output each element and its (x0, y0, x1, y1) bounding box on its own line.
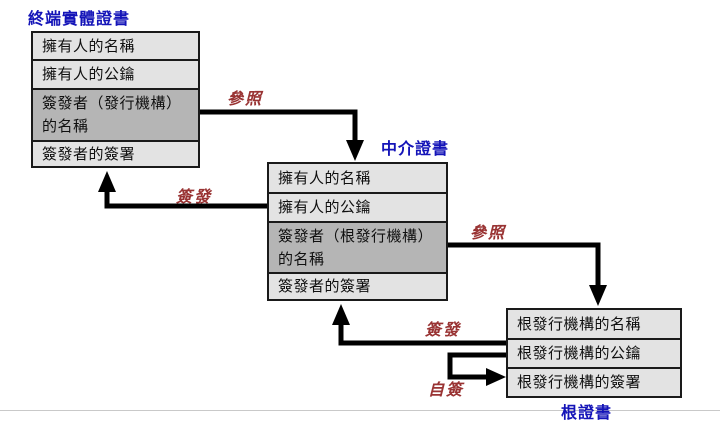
intermediate-owner-public-key-row: 擁有人的公鑰 (269, 192, 446, 221)
end-entity-issuer-signature-row: 簽發者的簽署 (33, 140, 198, 166)
intermediate-certificate-title: 中介證書 (381, 141, 450, 158)
row-label: 簽發者（根發行機構） 的名稱 (278, 227, 434, 268)
reference-arrow-2-label: 參照 (470, 225, 507, 242)
self-sign-arrow (447, 352, 506, 386)
row-label: 簽發者的簽署 (278, 278, 372, 295)
issue-arrow-2 (332, 304, 506, 346)
end-entity-owner-name-row: 擁有人的名稱 (33, 33, 198, 59)
row-label: 擁有人的公鑰 (278, 199, 372, 216)
root-certificate-box: 根發行機構的名稱 根發行機構的公鑰 根發行機構的簽署 (506, 308, 682, 398)
row-label: 根發行機構的名稱 (517, 315, 642, 333)
self-sign-arrow-label: 自簽 (428, 382, 465, 399)
root-ca-name-row: 根發行機構的名稱 (508, 310, 680, 338)
root-ca-public-key-row: 根發行機構的公鑰 (508, 338, 680, 367)
reference-arrow-1-label: 參照 (227, 91, 264, 108)
bottom-divider-line (0, 410, 720, 411)
row-label: 根發行機構的公鑰 (517, 345, 642, 362)
root-certificate-title: 根證書 (561, 405, 613, 422)
row-label: 擁有人的名稱 (278, 169, 372, 187)
end-entity-certificate-title: 終端實體證書 (28, 11, 131, 28)
intermediate-issuer-name-row: 簽發者（根發行機構） 的名稱 (269, 221, 446, 272)
issue-arrow-1-label: 簽發 (176, 189, 213, 206)
row-label: 簽發者（發行機構） 的名稱 (42, 95, 182, 135)
intermediate-certificate-box: 擁有人的名稱 擁有人的公鑰 簽發者（根發行機構） 的名稱 簽發者的簽署 (267, 162, 448, 301)
issue-arrow-2-label: 簽發 (425, 322, 462, 339)
reference-arrow-2 (448, 242, 607, 306)
intermediate-issuer-signature-row: 簽發者的簽署 (269, 272, 446, 299)
end-entity-owner-public-key-row: 擁有人的公鑰 (33, 59, 198, 88)
intermediate-owner-name-row: 擁有人的名稱 (269, 164, 446, 192)
reference-arrow-1 (200, 109, 364, 161)
row-label: 擁有人的名稱 (42, 37, 136, 55)
issue-arrow-1 (98, 171, 267, 209)
row-label: 擁有人的公鑰 (42, 66, 136, 83)
end-entity-issuer-name-row: 簽發者（發行機構） 的名稱 (33, 88, 198, 140)
root-ca-signature-row: 根發行機構的簽署 (508, 367, 680, 396)
row-label: 根發行機構的簽署 (517, 374, 642, 391)
row-label: 簽發者的簽署 (42, 145, 136, 163)
end-entity-certificate-box: 擁有人的名稱 擁有人的公鑰 簽發者（發行機構） 的名稱 簽發者的簽署 (31, 31, 200, 168)
